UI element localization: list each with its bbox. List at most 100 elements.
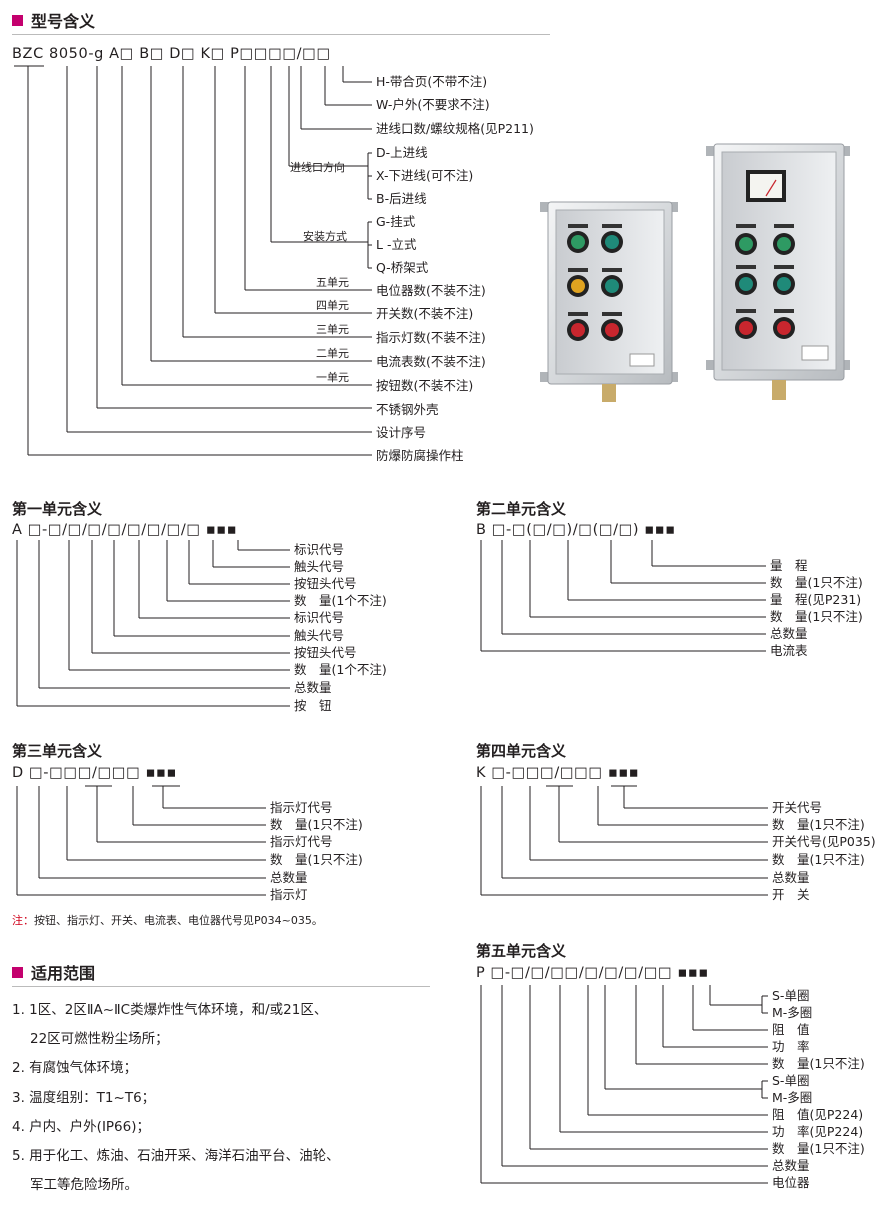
unit3-label: 数 量(1只不注) [270,817,363,832]
unit5-title: 第五单元含义 [476,942,567,960]
unit2-title: 第二单元含义 [476,500,567,518]
model-label-inlet-count: 进线口数/螺纹规格(见P211) [376,121,534,136]
unit5-label: S-单圈 [772,988,810,1003]
unit3-leader-lines [16,785,266,896]
unit1-label: 标识代号 [294,610,345,625]
unit5-label: 电位器 [772,1175,810,1190]
section-marker-icon [12,966,23,978]
scope-item: 2. 有腐蚀气体环境； [12,1060,138,1076]
unit1-label: 按钮头代号 [294,576,357,591]
model-label-ammeter: 电流表数(不装不注) [376,354,486,369]
unit1-label: 数 量(1个不注) [294,593,387,608]
unit5-label: 总数量 [772,1158,810,1173]
unit1-label: 数 量(1个不注) [294,662,387,677]
unit5-label: 数 量(1只不注) [772,1056,865,1071]
model-label-potentiometer: 电位器数(不装不注) [376,283,486,298]
right-box [706,143,850,400]
unit2-label: 量 程(见P231) [770,592,862,607]
model-label-button: 按钮数(不装不注) [376,378,474,393]
scope-item: 3. 温度组别：T1~T6； [12,1090,156,1106]
unit1-label: 触头代号 [294,559,345,574]
model-leader-lines [14,65,372,456]
unit3-label: 指示灯代号 [270,834,333,849]
model-label-hinge: H-带合页(不带不注) [376,74,488,89]
section-divider [12,986,430,987]
unit4-label: 数 量(1只不注) [772,817,865,832]
model-label-mount-hang: G-挂式 [376,214,416,229]
group-label-mount: 安装方式 [303,230,347,243]
scope-item: 军工等危险场所。 [30,1177,138,1193]
unit1-label: 按 钮 [294,698,332,713]
unit-label-1: 一单元 [316,371,349,384]
unit1-label: 触头代号 [294,628,345,643]
footnote-text: 按钮、指示灯、开关、电流表、电位器代号见P034~035。 [34,914,323,927]
unit5-label: S-单圈 [772,1073,810,1088]
footnote: 注：按钮、指示灯、开关、电流表、电位器代号见P034~035。 [12,912,323,928]
section-marker-icon [12,14,23,26]
unit3-label: 总数量 [270,870,308,885]
unit2-label: 总数量 [770,626,808,641]
unit1-label: 总数量 [294,680,332,695]
unit3-label: 指示灯代号 [270,800,333,815]
unit4-label: 开关代号(见P035) [772,834,876,849]
unit2-label: 数 量(1只不注) [770,575,863,590]
left-box [540,201,678,402]
section-divider [12,34,550,35]
unit5-label: 阻 值 [772,1022,810,1037]
scope-item: 5. 用于化工、炼油、石油开采、海洋石油平台、油轮、 [12,1148,340,1164]
section-title-model: 型号含义 [12,8,95,32]
unit5-label: M-多圈 [772,1005,813,1020]
model-label-inlet-bottom: X-下进线(可不注) [376,168,474,183]
scope-item: 1. 1区、2区ⅡA~ⅡC类爆炸性气体环境，和/或21区、 [12,1002,328,1018]
footnote-prefix: 注： [12,914,34,927]
section-title-scope: 适用范围 [12,960,95,984]
unit3-code: D □-□□□/□□□ ▪▪▪ [12,765,177,781]
unit4-code: K □-□□□/□□□ ▪▪▪ [476,765,640,781]
unit5-label: M-多圈 [772,1090,813,1105]
group-label-inlet: 进线口方向 [290,161,345,174]
unit-label-3: 三单元 [316,323,349,336]
unit4-label: 开 关 [772,887,810,902]
model-label-mount-stand: L -立式 [376,237,417,252]
model-label-inlet-top: D-上进线 [376,145,428,160]
unit4-label: 数 量(1只不注) [772,852,865,867]
unit1-code: A □-□/□/□/□/□/□/□/□ ▪▪▪ [12,522,238,538]
unit5-leader-lines [480,985,768,1184]
explosion-proof-control-box-photo [540,143,850,402]
unit3-title: 第三单元含义 [12,742,103,760]
unit5-label: 功 率(见P224) [772,1124,864,1139]
unit-label-5: 五单元 [316,276,349,289]
model-label-outdoor: W-户外(不要求不注) [376,97,490,112]
model-label-switch: 开关数(不装不注) [376,306,474,321]
model-code: BZC 8050-g A□ B□ D□ K□ P□□□□/□□ [12,46,331,62]
unit2-label: 数 量(1只不注) [770,609,863,624]
model-label-product: 防爆防腐操作柱 [376,448,464,463]
model-label-indicator: 指示灯数(不装不注) [376,330,486,345]
unit2-leader-lines [480,540,766,652]
model-label-shell: 不锈钢外壳 [376,402,439,417]
unit3-label: 数 量(1只不注) [270,852,363,867]
unit-label-4: 四单元 [316,299,349,312]
unit-label-2: 二单元 [316,347,349,360]
unit3-label: 指示灯 [270,887,308,902]
unit4-title: 第四单元含义 [476,742,567,760]
model-label-design: 设计序号 [376,425,427,440]
unit1-label: 按钮头代号 [294,645,357,660]
unit2-label: 量 程 [770,558,808,573]
unit4-label: 开关代号 [772,800,823,815]
model-label-inlet-back: B-后进线 [376,191,427,206]
unit5-label: 功 率 [772,1039,810,1054]
unit2-code: B □-□(□/□)/□(□/□) ▪▪▪ [476,522,676,538]
unit2-label: 电流表 [770,643,808,658]
unit1-label: 标识代号 [294,542,345,557]
scope-item: 4. 户内、户外(IP66)； [12,1119,151,1135]
unit1-title: 第一单元含义 [12,500,103,518]
unit1-leader-lines [16,540,290,707]
model-label-mount-tray: Q-桥架式 [376,260,429,275]
unit5-label: 数 量(1只不注) [772,1141,865,1156]
scope-item: 22区可燃性粉尘场所； [30,1031,169,1047]
unit4-leader-lines [480,785,768,896]
unit5-label: 阻 值(见P224) [772,1107,864,1122]
unit4-label: 总数量 [772,870,810,885]
